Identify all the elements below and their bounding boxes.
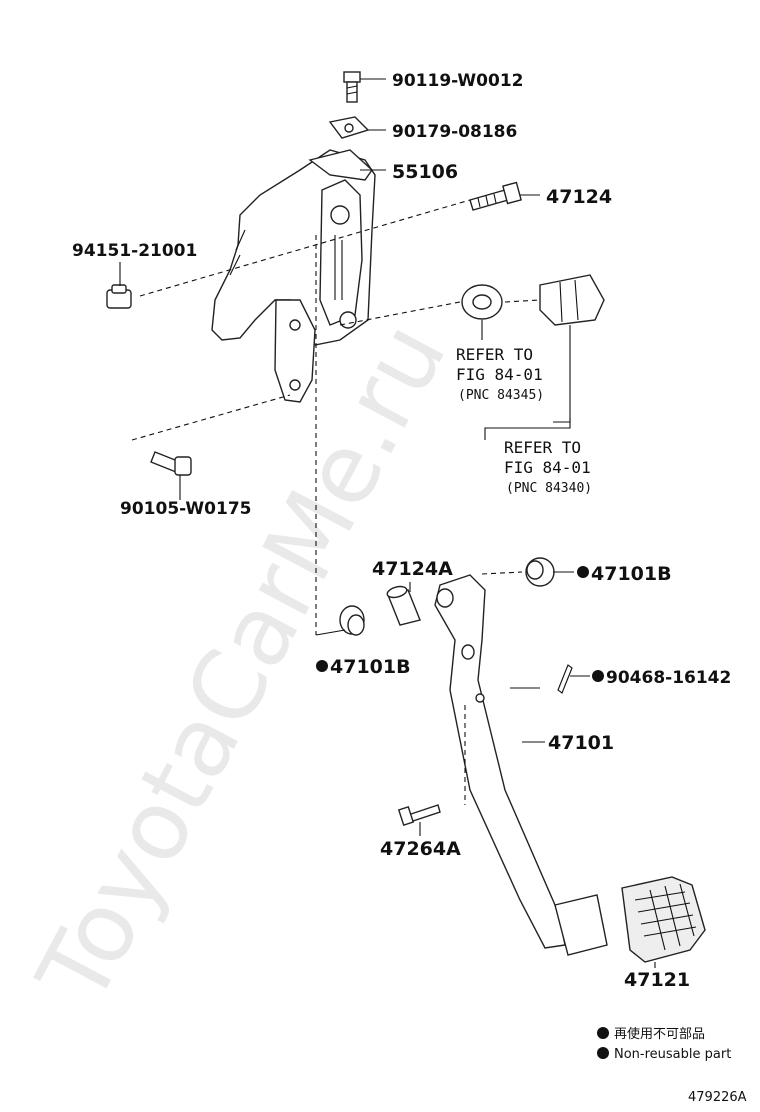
stop-lamp-switch-drawing [461, 274, 605, 326]
ref-1-line2: FIG 84-01 [456, 365, 543, 384]
part-label-47124: 47124 [546, 186, 612, 208]
part-label-47101b-right: 47101B [591, 563, 672, 585]
part-label-90179-08186: 90179-08186 [392, 122, 517, 142]
ref-1-line1: REFER TO [456, 345, 533, 364]
ref-1-line3: (PNC 84345) [458, 388, 544, 403]
pin-47264a-drawing [397, 804, 441, 827]
part-label-90105-w0175: 90105-W0175 [120, 499, 252, 519]
part-label-47101: 47101 [548, 732, 614, 754]
bolt-90119-drawing [343, 71, 361, 103]
legend-marker-2 [597, 1047, 609, 1059]
ref-2-line2: FIG 84-01 [504, 458, 591, 477]
pedal-bracket-drawing [211, 149, 376, 403]
legend-text-en: Non-reusable part [614, 1047, 731, 1062]
legend-text-jp: 再使用不可部品 [614, 1026, 705, 1042]
non-reusable-marker [316, 660, 328, 672]
part-label-90468-16142: 90468-16142 [606, 668, 731, 688]
part-label-90119-w0012: 90119-W0012 [392, 71, 524, 91]
pedal-lever-drawing [434, 574, 608, 956]
ref-2-line3: (PNC 84340) [506, 481, 592, 496]
part-label-47264a: 47264A [380, 838, 461, 860]
collar-47124a-drawing [386, 585, 421, 626]
ref-2-line1: REFER TO [504, 438, 581, 457]
bolt-47124-drawing [469, 181, 522, 211]
part-label-47101b-left: 47101B [330, 656, 411, 678]
part-label-47121: 47121 [624, 969, 690, 991]
non-reusable-marker [592, 670, 604, 682]
part-label-94151-21001: 94151-21001 [72, 241, 197, 261]
leader-lines [119, 78, 656, 968]
non-reusable-marker [577, 566, 589, 578]
bushing-right-drawing [525, 557, 555, 587]
clip-90468-drawing [557, 664, 573, 694]
part-label-55106: 55106 [392, 161, 458, 183]
figure-code: 479226A [688, 1090, 747, 1105]
nut-90179-drawing [328, 116, 370, 139]
legend-marker-1 [597, 1027, 609, 1039]
bolt-90105-drawing [150, 451, 192, 476]
alignment-lines [131, 199, 541, 805]
part-label-47124a: 47124A [372, 558, 453, 580]
pedal-pad-drawing [621, 876, 706, 963]
nut-94151-drawing [106, 284, 132, 309]
bushing-left-drawing [339, 605, 365, 636]
